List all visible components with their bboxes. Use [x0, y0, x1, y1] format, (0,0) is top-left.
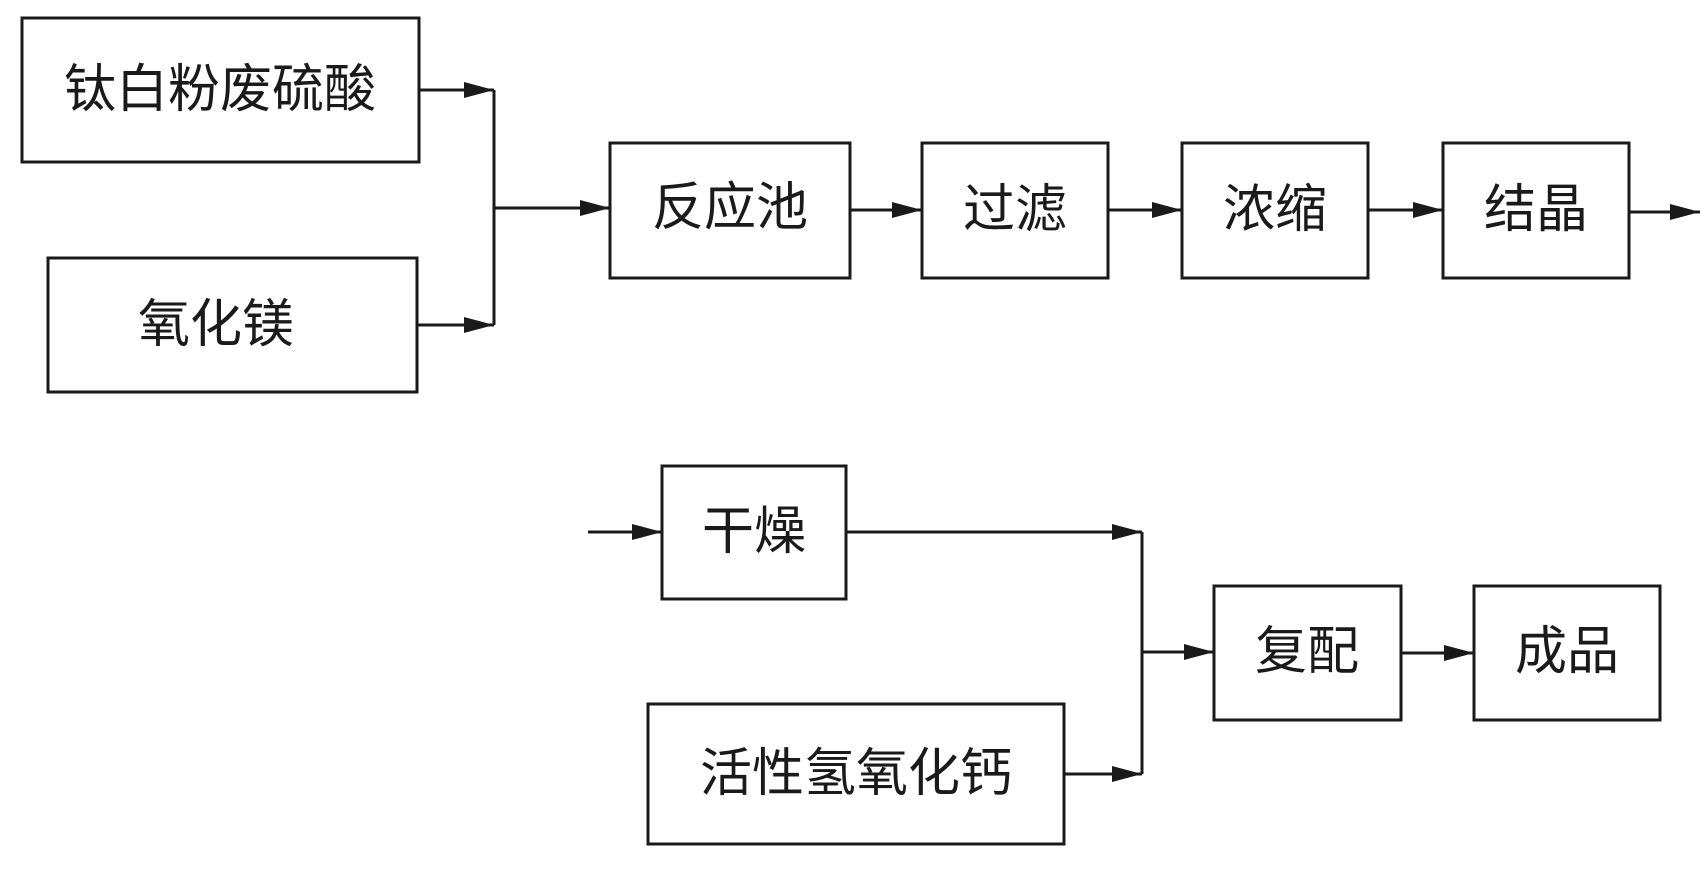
node-compounding: 复配: [1212, 584, 1403, 722]
arrow-compounding-to-product: [1401, 645, 1474, 661]
node-concentration: 浓缩: [1180, 141, 1370, 280]
node-drying: 干燥: [660, 464, 848, 601]
node-finished-product-label: 成品: [1515, 622, 1619, 682]
arrow-filtration-to-concentration: [1108, 202, 1182, 218]
node-filtration: 过滤: [920, 141, 1110, 280]
node-concentration-label: 浓缩: [1223, 180, 1327, 240]
node-finished-product: 成品: [1472, 584, 1662, 722]
node-waste-acid-label: 钛白粉废硫酸: [64, 60, 376, 120]
merge-connector-compounding: [846, 524, 1214, 782]
node-calcium-hydroxide-label: 活性氢氧化钙: [700, 744, 1012, 804]
arrow-into-drying: [588, 524, 662, 540]
node-magnesium-oxide: 氧化镁: [46, 256, 419, 394]
node-compounding-label: 复配: [1255, 622, 1359, 682]
node-crystallization: 结晶: [1441, 141, 1631, 280]
arrow-concentration-to-crystallization: [1368, 202, 1443, 218]
node-filtration-label: 过滤: [963, 180, 1067, 240]
arrow-reaction-to-filtration: [850, 202, 922, 218]
node-reaction-tank: 反应池: [608, 141, 852, 280]
node-magnesium-oxide-label: 氧化镁: [138, 295, 294, 355]
node-waste-acid: 钛白粉废硫酸: [20, 16, 421, 164]
node-reaction-tank-label: 反应池: [652, 178, 808, 238]
node-drying-label: 干燥: [702, 502, 806, 562]
node-calcium-hydroxide: 活性氢氧化钙: [646, 702, 1066, 846]
node-crystallization-label: 结晶: [1484, 180, 1588, 240]
arrow-crystallization-out: [1629, 204, 1700, 220]
merge-connector-inputs: [417, 82, 610, 333]
